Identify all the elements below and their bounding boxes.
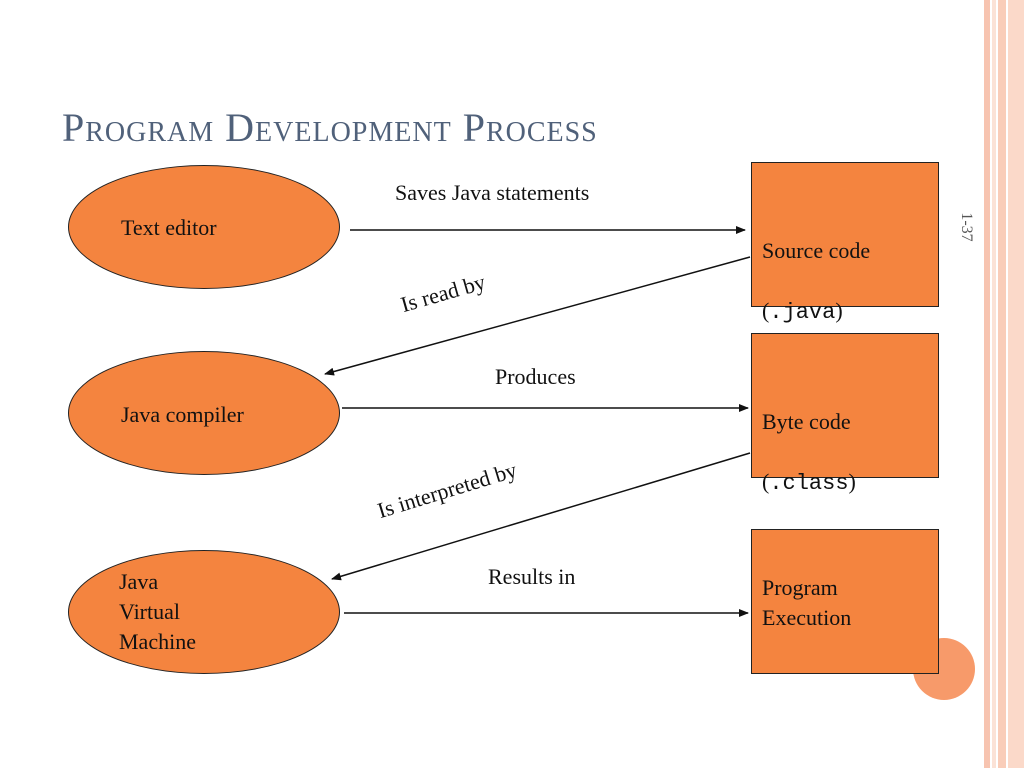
- node-program-execution-label: Program Execution: [762, 575, 852, 630]
- edge-label-saves: Saves Java statements: [395, 180, 590, 205]
- source-code-paren-open: (: [762, 298, 770, 323]
- node-java-compiler: Java compiler: [68, 351, 340, 475]
- node-byte-code-label: Byte code (.class): [762, 377, 856, 499]
- source-code-paren-close: ): [835, 298, 843, 323]
- byte-code-extension: .class: [769, 471, 849, 496]
- edge-label-produces: Produces: [495, 364, 576, 389]
- node-text-editor: Text editor: [68, 165, 340, 289]
- edge-label-results-in: Results in: [488, 564, 576, 589]
- decorative-stripe: [1008, 0, 1024, 768]
- node-jvm-label: Java Virtual Machine: [119, 569, 196, 654]
- arrow-interpreted-by: [331, 452, 751, 581]
- byte-code-title: Byte code: [762, 409, 851, 434]
- decorative-stripe: [992, 0, 996, 768]
- byte-code-paren-open: (: [762, 469, 770, 494]
- node-jvm: Java Virtual Machine: [68, 550, 340, 674]
- node-source-code: Source code (.java): [751, 162, 939, 325]
- node-java-compiler-label: Java compiler: [121, 402, 244, 427]
- decorative-stripe: [998, 0, 1006, 768]
- slide-title: Program Development Process: [62, 105, 598, 150]
- source-code-title: Source code: [762, 238, 871, 263]
- decorative-stripe: [984, 0, 990, 768]
- byte-code-paren-close: ): [848, 469, 856, 494]
- source-code-extension: .java: [769, 300, 836, 325]
- arrow-read-by: [324, 256, 751, 376]
- node-program-execution: Program Execution: [751, 529, 939, 674]
- node-source-code-label: Source code (.java): [762, 206, 870, 328]
- node-byte-code: Byte code (.class): [751, 333, 939, 496]
- node-text-editor-label: Text editor: [121, 215, 217, 240]
